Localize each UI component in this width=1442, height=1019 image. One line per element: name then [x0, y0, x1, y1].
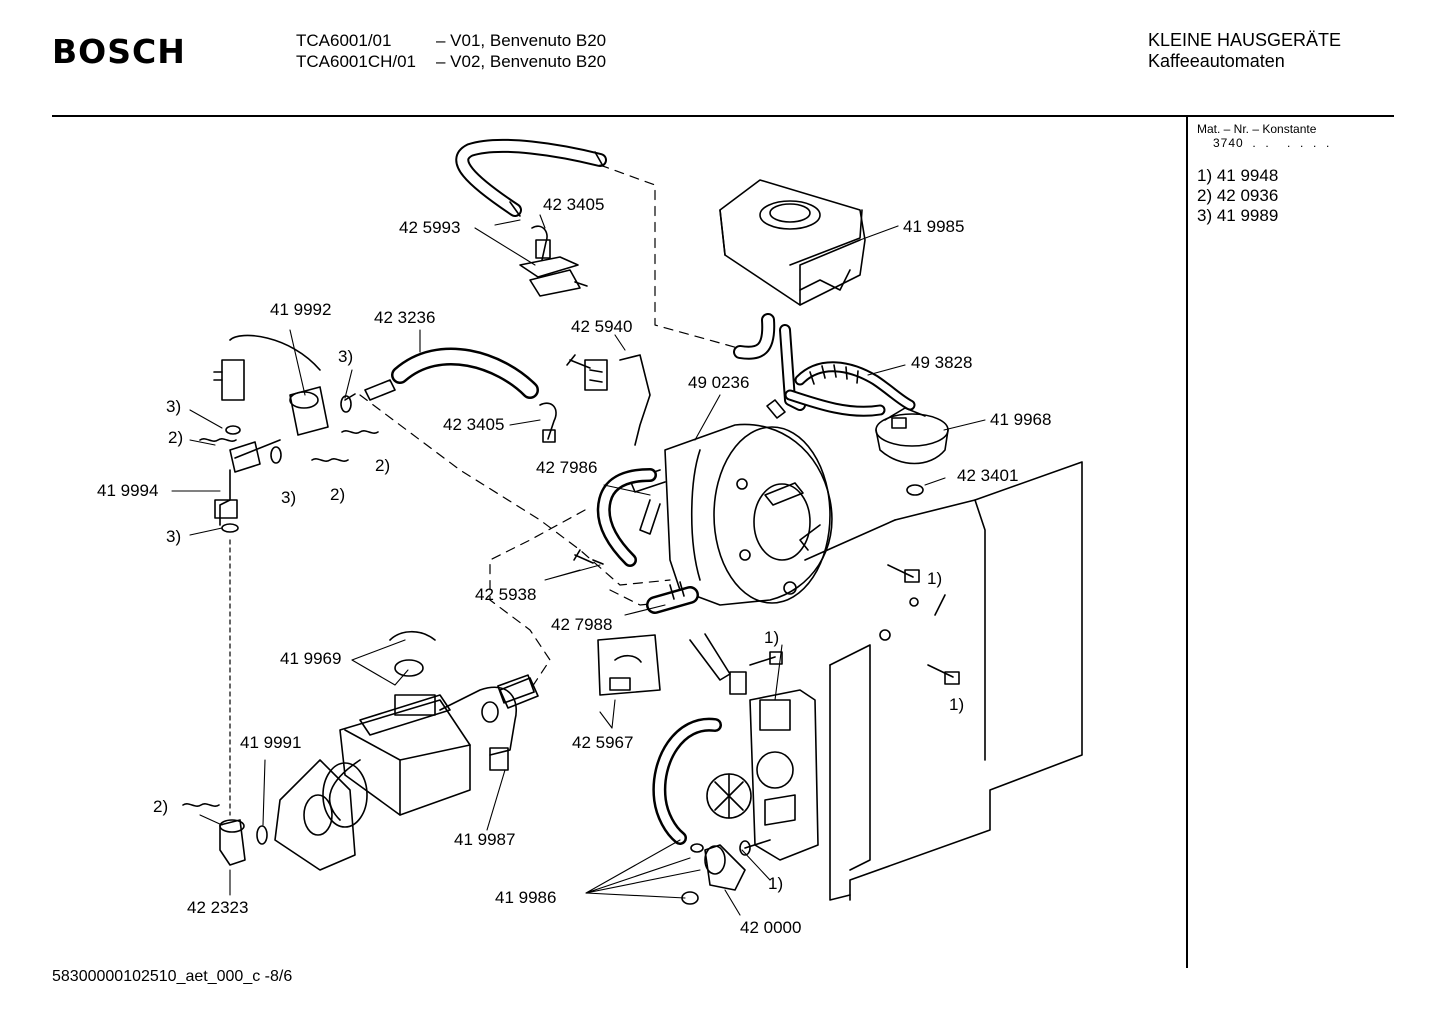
label-note-3: 3) — [338, 347, 353, 366]
pump — [274, 630, 539, 871]
label-425940: 42 5940 — [571, 317, 632, 336]
bosch-logo: BOSCH — [52, 32, 186, 71]
sidebar-divider — [1186, 116, 1188, 968]
label-419991: 41 9991 — [240, 733, 301, 752]
label-419994: 41 9994 — [97, 481, 158, 500]
label-422323: 42 2323 — [187, 898, 248, 917]
model-variant: – V02, Benvenuto B20 — [436, 52, 607, 71]
hose-top — [455, 138, 607, 217]
label-423405: 42 3405 — [543, 195, 604, 214]
label-note-3: 3) — [281, 488, 296, 507]
drain-hose — [652, 717, 722, 905]
flowmeter — [875, 407, 949, 496]
category-subtitle: Kaffeeautomaten — [1148, 51, 1285, 71]
label-note-3: 3) — [166, 397, 181, 416]
footnote: 3) 41 9989 — [1197, 206, 1279, 225]
label-419985: 41 9985 — [903, 217, 964, 236]
drain-valve — [704, 773, 752, 891]
label-419986: 41 9986 — [495, 888, 556, 907]
label-419969: 41 9969 — [280, 649, 341, 668]
label-425993: 42 5993 — [399, 218, 460, 237]
label-493828: 49 3828 — [911, 353, 972, 372]
coiled-hose — [784, 361, 916, 417]
control-module — [749, 689, 819, 861]
footnote-list: 1) 41 9948 2) 42 0936 3) 41 9989 — [1197, 166, 1330, 226]
rear-panel — [804, 461, 1083, 901]
label-425967: 42 5967 — [572, 733, 633, 752]
label-note-2: 2) — [153, 797, 168, 816]
label-423401: 42 3401 — [957, 466, 1018, 485]
category-title: KLEINE HAUSGERÄTE — [1148, 30, 1342, 50]
panel-screws — [739, 564, 960, 856]
label-423236: 42 3236 — [374, 308, 435, 327]
model-code: TCA6001CH/01 — [296, 52, 417, 71]
constants-sidebar: Mat. – Nr. – Konstante 3740 . . . . . . … — [1197, 122, 1330, 226]
label-note-1: 1) — [768, 874, 783, 893]
label-419987: 41 9987 — [454, 830, 515, 849]
document-id: 58300000102510_aet_000_c -8/6 — [52, 968, 293, 985]
water-tank — [719, 179, 866, 306]
model-code: TCA6001/01 — [296, 31, 392, 50]
boiler-housing — [629, 423, 833, 606]
tank-hoses — [733, 313, 806, 419]
label-427988: 42 7988 — [551, 615, 612, 634]
hose-427986 — [596, 468, 657, 567]
konstante-value: 3740 . . . . . . — [1213, 136, 1331, 150]
clip-bracket — [597, 633, 747, 696]
hose-427988 — [646, 581, 699, 614]
label-427986: 42 7986 — [536, 458, 597, 477]
label-note-3: 3) — [166, 527, 181, 546]
footnote: 1) 41 9948 — [1197, 166, 1279, 185]
model-variant: – V01, Benvenuto B20 — [436, 31, 607, 50]
elbow-middle — [539, 402, 557, 443]
label-note-1: 1) — [927, 569, 942, 588]
label-425938: 42 5938 — [475, 585, 536, 604]
label-420000: 42 0000 — [740, 918, 801, 937]
konstante-heading: Mat. – Nr. – Konstante — [1197, 122, 1317, 136]
footnote: 2) 42 0936 — [1197, 186, 1279, 205]
label-note-2: 2) — [375, 456, 390, 475]
label-419968: 41 9968 — [990, 410, 1051, 429]
label-note-1: 1) — [949, 695, 964, 714]
label-note-2: 2) — [168, 428, 183, 447]
hose-423236 — [344, 347, 539, 401]
label-419992: 41 9992 — [270, 300, 331, 319]
category-block: KLEINE HAUSGERÄTE Kaffeeautomaten — [1148, 30, 1341, 72]
callout-labels: 42 5993 42 3405 41 9985 41 9992 42 3236 … — [97, 195, 1051, 937]
valve-cluster — [199, 334, 379, 533]
header-divider — [52, 115, 1394, 117]
label-note-2: 2) — [330, 485, 345, 504]
screws — [566, 354, 651, 565]
pump-hose — [497, 674, 535, 704]
model-codes: TCA6001/01 TCA6001CH/01 — [296, 30, 416, 72]
label-490236: 49 0236 — [688, 373, 749, 392]
label-423405: 42 3405 — [443, 415, 504, 434]
pump-outlet-elbow — [182, 803, 268, 866]
model-variants: – V01, Benvenuto B20 – V02, Benvenuto B2… — [436, 30, 606, 72]
elbow-bracket-top — [519, 225, 588, 297]
label-note-1: 1) — [764, 628, 779, 647]
